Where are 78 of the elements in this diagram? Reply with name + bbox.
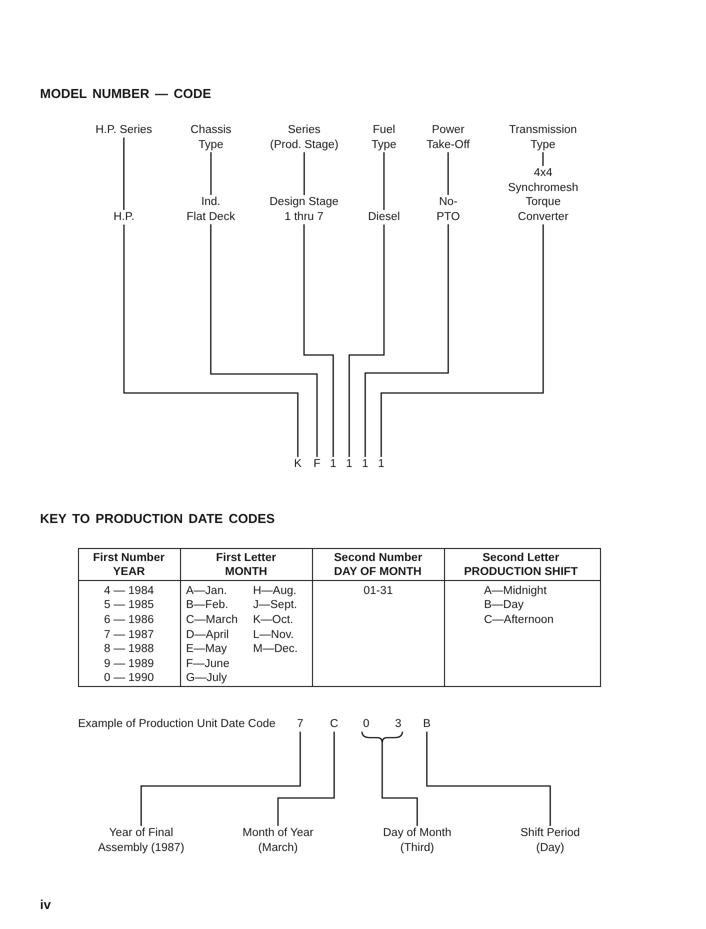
shift-code: C—Afternoon <box>484 612 554 628</box>
field-value: Design Stage 1 thru 7 <box>270 195 339 224</box>
code-character: 1 <box>330 457 336 472</box>
day-range: 01-31 <box>364 584 393 598</box>
leader-line <box>140 732 301 826</box>
month-code: K—Oct. <box>253 612 294 628</box>
code-description: Year of Final Assembly (1987) <box>98 826 184 856</box>
leader-line <box>277 732 335 826</box>
year-code: 7 — 1987 <box>104 628 154 642</box>
field-heading: H.P. Series <box>96 123 152 138</box>
month-code: J—Sept. <box>253 598 298 613</box>
code-character: 7 <box>297 717 304 732</box>
month-code: G—July <box>186 671 227 686</box>
field-heading: Chassis Type <box>190 123 232 152</box>
code-description: Shift Period (Day) <box>520 826 580 856</box>
month-code: L—Nov. <box>253 628 294 642</box>
column-heading: PRODUCTION SHIFT <box>464 564 578 580</box>
month-code: B—Feb. <box>186 598 228 613</box>
leader-line <box>210 224 318 457</box>
year-code: 5 — 1985 <box>104 598 154 613</box>
code-character: 1 <box>346 457 352 472</box>
year-code: 6 — 1986 <box>104 612 154 628</box>
leader-line <box>303 224 334 457</box>
code-character: 3 <box>395 717 402 732</box>
year-code: 8 — 1988 <box>104 642 154 657</box>
field-value: Ind. Flat Deck <box>186 195 236 224</box>
leader-line <box>383 152 385 210</box>
code-character: 1 <box>378 457 384 472</box>
column-heading: Second Number <box>334 550 422 566</box>
code-character: 0 <box>363 717 370 732</box>
column-heading: First Number <box>93 550 165 566</box>
field-value: No- PTO <box>436 195 460 224</box>
leader-line <box>542 152 544 166</box>
field-heading: Series (Prod. Stage) <box>270 123 338 152</box>
shift-code: B—Day <box>484 598 524 613</box>
field-value: Diesel <box>368 210 400 225</box>
example-caption: Example of Production Unit Date Code <box>78 716 276 732</box>
section-heading: MODEL NUMBER — CODE <box>40 87 212 102</box>
column-heading: YEAR <box>113 564 145 580</box>
brace-leader-line <box>361 730 418 827</box>
leader-line <box>123 224 298 457</box>
month-code: A—Jan. <box>186 584 227 598</box>
leader-line <box>348 224 385 457</box>
column-heading: MONTH <box>225 564 268 580</box>
year-code: 4 — 1984 <box>104 584 154 598</box>
code-character: F <box>314 457 321 472</box>
leader-line <box>380 224 544 457</box>
month-code: D—April <box>186 628 229 642</box>
field-heading: Transmission Type <box>509 123 577 152</box>
field-value: H.P. <box>114 210 134 225</box>
code-description: Day of Month (Third) <box>383 826 452 856</box>
code-character: C <box>330 717 338 732</box>
column-heading: First Letter <box>216 550 276 566</box>
year-code: 0 — 1990 <box>104 671 154 686</box>
code-character: K <box>294 457 302 472</box>
leader-line <box>210 152 212 195</box>
field-value: 4x4 Synchromesh Torque Converter <box>508 166 578 224</box>
month-code: M—Dec. <box>253 642 298 657</box>
section-heading: KEY TO PRODUCTION DATE CODES <box>40 512 275 526</box>
month-code: E—May <box>186 642 227 657</box>
leader-line <box>123 138 124 210</box>
month-code: C—March <box>186 612 238 628</box>
leader-line <box>364 224 449 457</box>
field-heading: Power Take-Off <box>426 123 470 152</box>
leader-line <box>426 732 551 826</box>
leader-line <box>447 152 449 195</box>
leader-line <box>304 152 305 195</box>
column-heading: DAY OF MONTH <box>334 564 422 580</box>
shift-code: A—Midnight <box>484 584 547 598</box>
page-number: iv <box>40 898 51 912</box>
code-character: B <box>423 717 431 732</box>
code-character: 1 <box>362 457 368 472</box>
month-code: F—June <box>186 656 230 672</box>
field-heading: Fuel Type <box>372 123 396 152</box>
code-description: Month of Year (March) <box>242 826 314 856</box>
year-code: 9 — 1989 <box>104 656 154 672</box>
column-heading: Second Letter <box>482 550 560 566</box>
month-code: H—Aug. <box>253 584 296 598</box>
